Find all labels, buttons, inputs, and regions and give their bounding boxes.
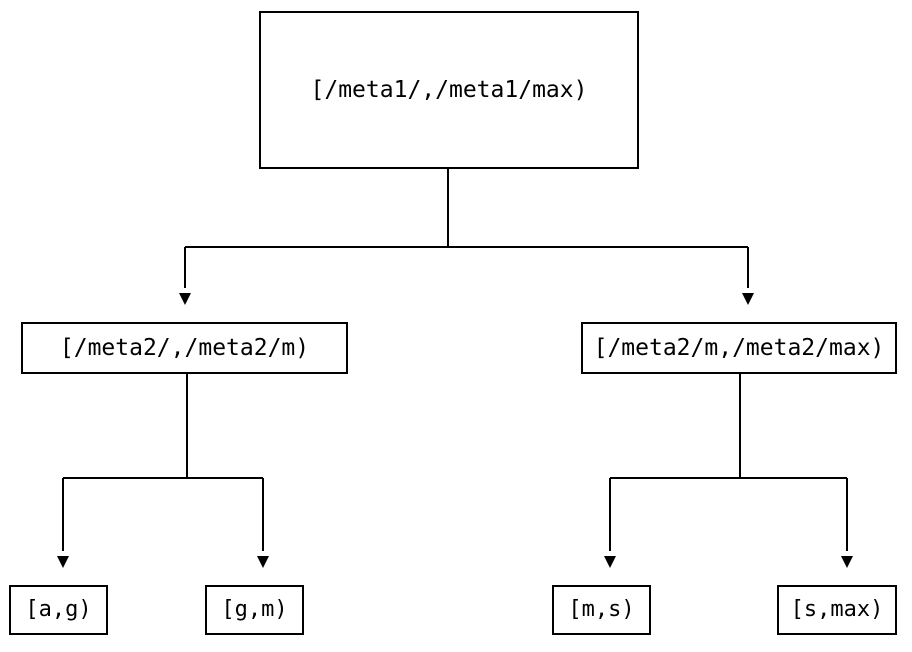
node-mid-left-label: [/meta2/,/meta2/m) (59, 334, 310, 361)
node-leaf-2-label: [g,m) (221, 597, 288, 622)
arrowhead-leaf-2 (257, 556, 269, 568)
node-mid-right[interactable]: [/meta2/m,/meta2/max) (581, 322, 897, 374)
arrowhead-mid-left (179, 293, 191, 305)
arrowhead-leaf-4 (841, 556, 853, 568)
node-leaf-4[interactable]: [s,max) (777, 585, 897, 635)
node-mid-left[interactable]: [/meta2/,/meta2/m) (21, 322, 348, 374)
node-mid-right-label: [/meta2/m,/meta2/max) (593, 334, 885, 361)
arrowhead-leaf-3 (604, 556, 616, 568)
node-leaf-3[interactable]: [m,s) (552, 585, 651, 635)
node-root-label: [/meta1/,/meta1/max) (310, 76, 588, 103)
node-leaf-3-label: [m,s) (568, 597, 635, 622)
arrowhead-mid-right (742, 293, 754, 305)
node-leaf-1[interactable]: [a,g) (9, 585, 108, 635)
node-root[interactable]: [/meta1/,/meta1/max) (259, 11, 639, 169)
arrowhead-leaf-1 (57, 556, 69, 568)
node-leaf-1-label: [a,g) (25, 597, 92, 622)
node-leaf-2[interactable]: [g,m) (205, 585, 304, 635)
node-leaf-4-label: [s,max) (790, 597, 884, 622)
